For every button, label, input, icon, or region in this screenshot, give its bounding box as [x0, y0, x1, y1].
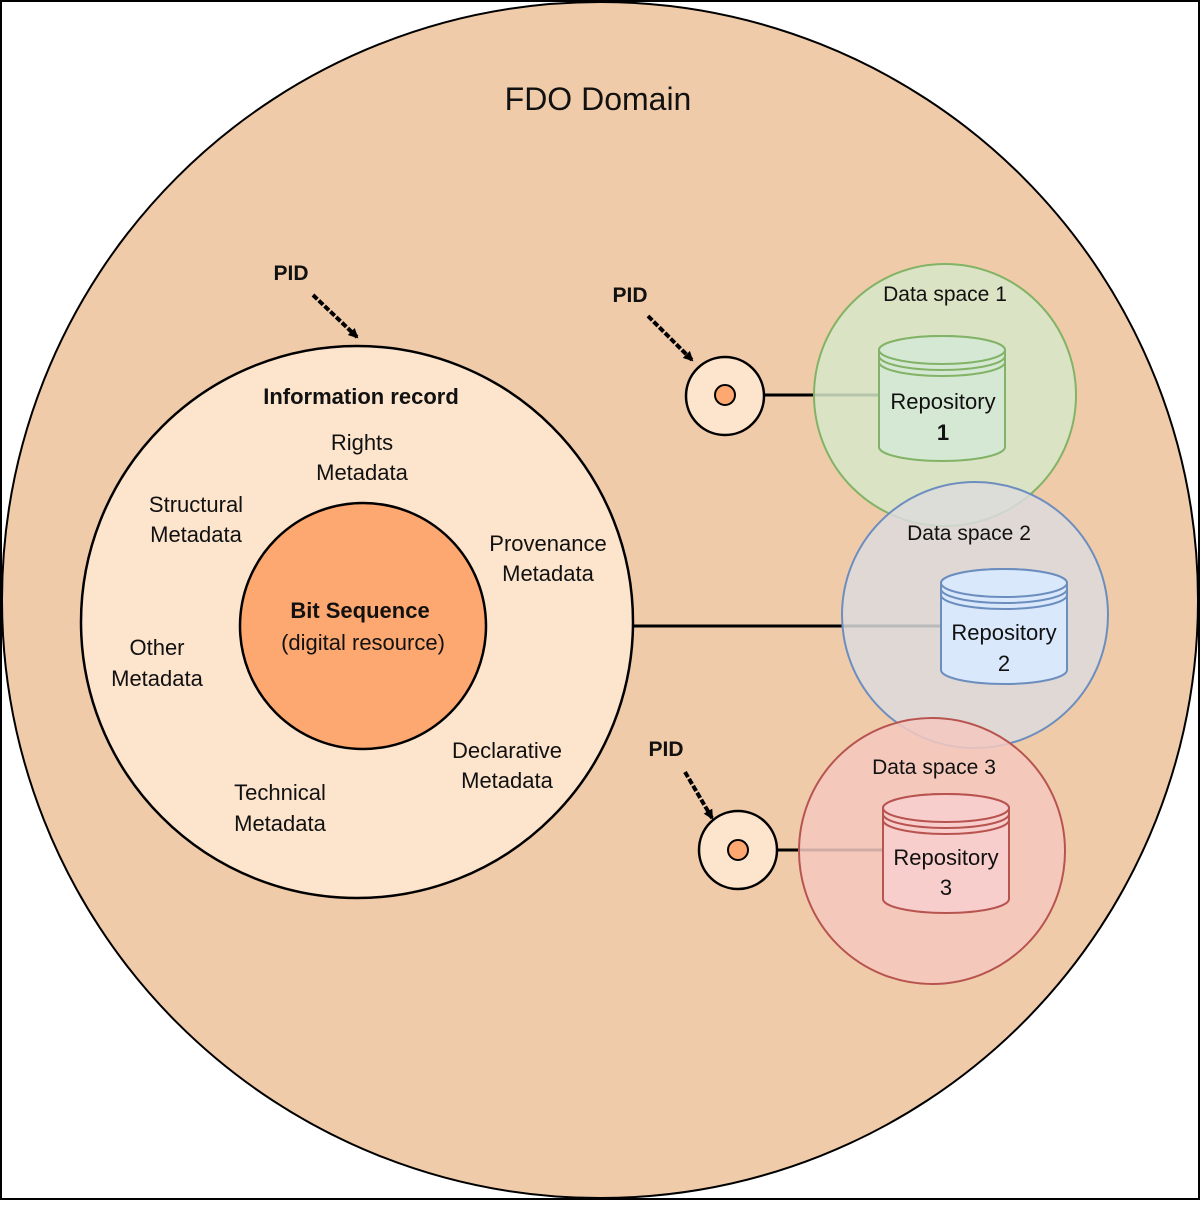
bit-sequence-title: Bit Sequence [290, 598, 429, 623]
declarative-metadata-label: Declarative Metadata [452, 738, 562, 793]
pid-arrow-information-record [311, 293, 359, 339]
cylinder-top [940, 568, 1068, 598]
repository-3-cylinder [882, 793, 1010, 914]
repository-3-number: 3 [940, 875, 952, 900]
svg-text:Other: Other [129, 635, 184, 660]
svg-text:Metadata: Metadata [111, 666, 203, 691]
cylinder-ring [882, 819, 1010, 835]
repository-1-number: 1 [937, 420, 949, 445]
svg-text:Rights: Rights [331, 430, 393, 455]
other-metadata-label: Other Metadata [111, 635, 203, 691]
repository-2-number: 2 [998, 651, 1010, 676]
data-space-1-label: Data space 1 [883, 283, 1007, 306]
pid-arrow-repository-3 [683, 770, 714, 820]
pid-node-dot [714, 384, 736, 406]
repository-3-label: Repository [893, 845, 998, 870]
svg-text:Metadata: Metadata [502, 561, 594, 586]
svg-text:Declarative: Declarative [452, 738, 562, 763]
repository-2-label: Repository [951, 620, 1056, 645]
repository-2-cylinder [940, 568, 1068, 685]
rights-metadata-label: Rights Metadata [316, 430, 408, 485]
pid-node-dot [727, 839, 749, 861]
cylinder-ring [878, 355, 1006, 371]
repository-1-label: Repository [890, 389, 995, 414]
bit-sequence-subtitle: (digital resource) [281, 630, 445, 655]
technical-metadata-label: Technical Metadata [234, 780, 326, 836]
cylinder-top [882, 793, 1010, 823]
data-space-2-label: Data space 2 [907, 522, 1031, 545]
svg-text:Structural: Structural [149, 492, 243, 517]
cylinder-top [878, 335, 1006, 365]
provenance-metadata-label: Provenance Metadata [489, 531, 606, 586]
svg-text:Metadata: Metadata [234, 811, 326, 836]
pid-arrow-repository-1 [646, 314, 694, 362]
cylinder-ring [878, 361, 1006, 377]
svg-text:Technical: Technical [234, 780, 326, 805]
svg-text:Provenance: Provenance [489, 531, 606, 556]
cylinder-ring [940, 594, 1068, 610]
svg-text:Metadata: Metadata [461, 768, 553, 793]
structural-metadata-label: Structural Metadata [149, 492, 243, 547]
cylinder-ring [940, 588, 1068, 604]
pid-node-repository-3 [697, 809, 779, 891]
pid-label-information-record: PID [273, 262, 308, 285]
fdo-domain-title: FDO Domain [505, 81, 692, 117]
information-record-title: Information record [263, 384, 459, 409]
pid-node-repository-1 [684, 355, 766, 437]
bit-sequence-circle [238, 501, 488, 751]
data-space-3-label: Data space 3 [872, 756, 996, 779]
repository-1-cylinder [878, 335, 1006, 462]
svg-text:Metadata: Metadata [316, 460, 408, 485]
cylinder-ring [882, 813, 1010, 829]
pid-label-repository-3: PID [648, 738, 683, 761]
svg-text:Metadata: Metadata [150, 522, 242, 547]
pid-label-repository-1: PID [612, 284, 647, 307]
